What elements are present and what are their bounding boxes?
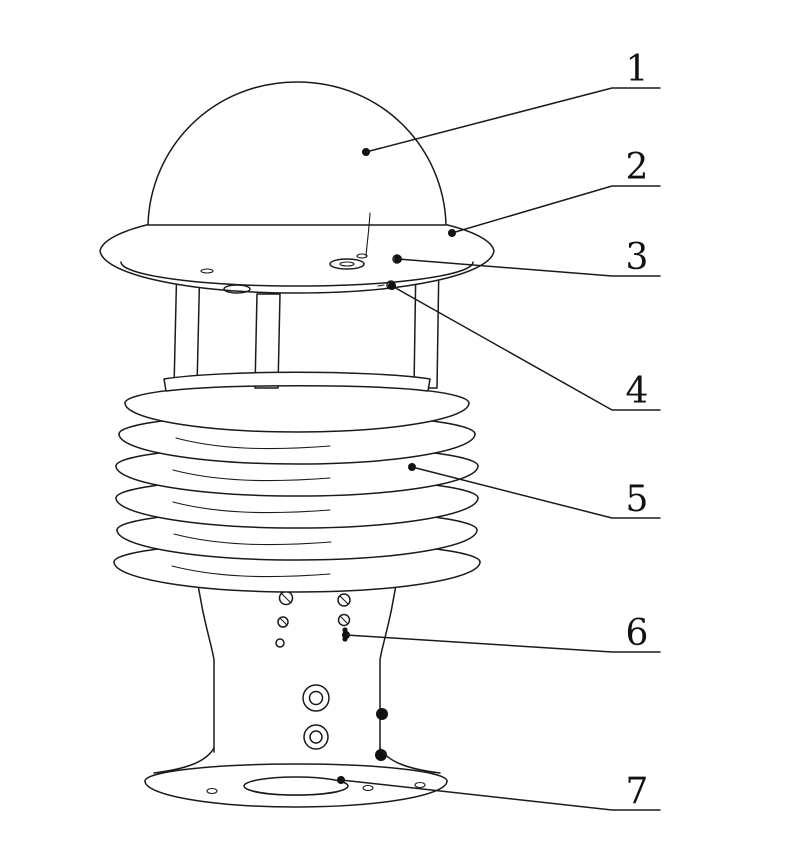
callout-4-label: 4: [626, 371, 649, 412]
louver-gap-shadow: [171, 565, 331, 578]
cone-hole: [337, 613, 351, 627]
dome: [147, 81, 447, 257]
flange-hole: [414, 781, 426, 789]
callout-5-leader: [411, 466, 661, 519]
flange-hole: [362, 784, 374, 792]
sensor-port: [329, 258, 365, 270]
body-left-edge: [195, 569, 215, 753]
flange-flare-left: [153, 747, 215, 774]
plate-screw-mark: [377, 284, 385, 287]
callout-3-label: 3: [626, 237, 649, 278]
louver-skirt-fill: [125, 403, 469, 432]
louver-gap-shadow: [172, 469, 331, 482]
callout-3-leader: [397, 258, 661, 277]
bolt-head-outer: [302, 684, 330, 712]
louver-skirt-edge: [118, 433, 476, 465]
louver-skirt-fill: [116, 498, 478, 528]
callout-2: 2: [448, 147, 661, 237]
flange-thickness-fill: [145, 781, 447, 807]
side-lug: [376, 708, 388, 720]
callout-2-leader: [451, 185, 661, 234]
louver-skirt-fill: [117, 530, 477, 560]
callout-6-label: 6: [626, 613, 649, 654]
cone-hole: [277, 616, 289, 628]
callouts: 1 2 3 4 5 6: [337, 49, 661, 812]
bolt-head-inner: [308, 690, 324, 706]
louver-stack: [113, 383, 481, 593]
louver-skirt-edge: [113, 561, 481, 593]
flange-hole: [206, 787, 218, 795]
louver-gap-shadow: [172, 501, 331, 514]
louver-gap-shadow: [175, 437, 331, 450]
dome-seam: [365, 212, 371, 257]
callout-4-leader: [391, 285, 661, 411]
louver-gap-shadow: [173, 533, 332, 546]
cone-hole-slot: [279, 617, 288, 626]
louver-skirt-fill: [114, 562, 480, 592]
cone-hole-slot: [280, 592, 292, 604]
cone-hole: [337, 593, 351, 607]
flange-flare-right: [379, 747, 441, 774]
body-right-edge: [379, 569, 399, 753]
bolt-head-outer: [303, 724, 329, 750]
callout-3: 3: [394, 237, 661, 278]
cone-hole-slot: [339, 615, 349, 625]
callout-7: 7: [337, 771, 661, 812]
callout-6: 6: [342, 613, 661, 654]
cone-hole: [275, 638, 285, 648]
callout-4: 4: [388, 282, 661, 412]
flange-inner-arc: [251, 790, 341, 796]
sensor-port-inner: [339, 261, 355, 267]
louver-skirt-fill: [119, 434, 475, 464]
side-lug: [375, 749, 387, 761]
louver-skirt-edge: [115, 497, 479, 529]
collar-band: [163, 371, 431, 392]
cone-hole-slot: [339, 595, 349, 605]
stack-collar: [163, 371, 431, 392]
flange-bottom-edge: [144, 780, 448, 808]
louver-skirt-edge: [124, 402, 470, 433]
support-posts: [173, 257, 440, 389]
callout-7-label: 7: [626, 771, 649, 812]
sensor-port: [223, 284, 251, 294]
callout-5: 5: [408, 463, 661, 520]
louver-skirt-edge: [115, 465, 479, 497]
callout-1: 1: [362, 49, 661, 156]
cap-under-rim: [120, 261, 474, 287]
post-middle: [254, 293, 281, 389]
callout-5-label: 5: [626, 479, 649, 520]
callout-6-leader: [345, 634, 661, 653]
louver-skirt-edge: [116, 529, 478, 561]
dome-outline: [147, 81, 447, 226]
callout-1-label: 1: [626, 49, 649, 90]
sensor-port: [356, 253, 368, 259]
callout-1-leader: [365, 87, 661, 153]
base-flange: [144, 763, 448, 808]
sensor-port: [200, 268, 214, 274]
bolt-head-inner: [309, 730, 323, 744]
lower-body: [144, 569, 448, 808]
callout-2-label: 2: [626, 147, 649, 188]
callout-7-leader: [340, 779, 661, 811]
louver-skirt-fill: [116, 466, 478, 496]
